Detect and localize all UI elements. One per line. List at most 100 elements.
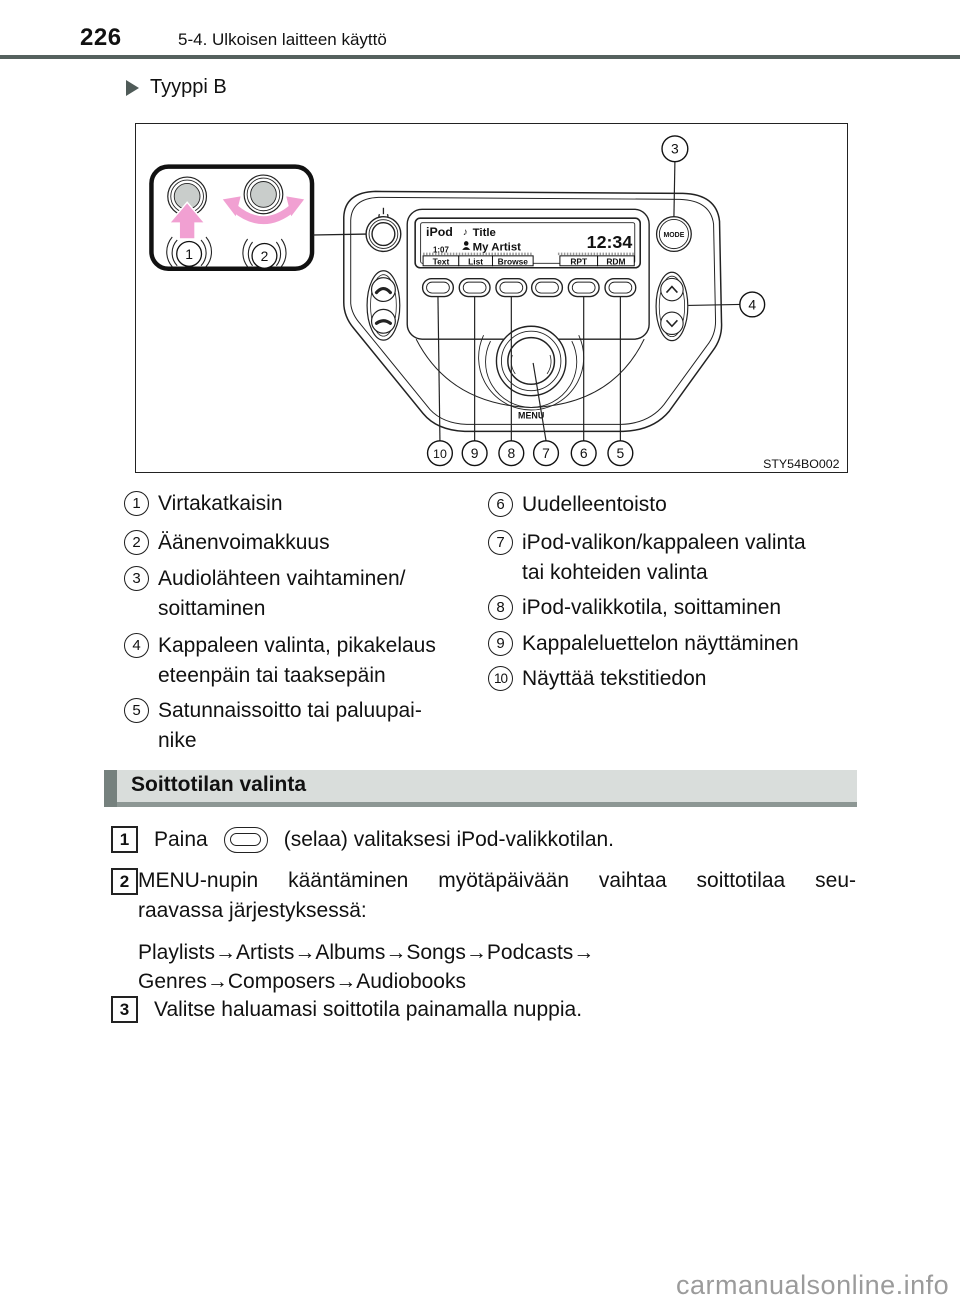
step-number-box: 3 [111,996,138,1023]
legend-text: Kappaleluettelon näyttäminen [522,632,799,655]
callout-number: 4 [124,633,149,658]
legend-text: Virtakatkaisin [158,492,283,515]
callout-5: 5 [617,445,625,461]
softkey-browse: Browse [498,256,529,266]
tune-rocker [655,271,689,342]
legend-item-9: 9 Kappaleluettelon näyttäminen [488,629,799,659]
rdm-button [604,277,637,298]
callout-number: 6 [488,492,513,517]
display-screen: iPod ♪ Title My Artist 1:07 12:34 Text L… [414,217,642,269]
section-title: Soittotilan valinta [131,773,307,796]
phone-pickup-icon [374,287,392,295]
volume-knob-detail [243,174,284,215]
audio-unit-figure: iPod ♪ Title My Artist 1:07 12:34 Text L… [135,123,848,473]
menu-label: MENU [518,410,544,420]
header-rule [0,55,960,59]
knob-inset: 1 2 [149,164,315,271]
blank-button [530,277,564,298]
chevron-up-icon [665,285,678,294]
step-text-line: raavassa järjestyksessä: [138,899,367,922]
browse-key-icon [223,826,268,853]
artist-name: My Artist [473,241,522,253]
step-2-text: MENU-nupin kääntäminen myötäpäivään vaih… [138,866,856,926]
callout-10: 10 [433,447,447,461]
rpt-button [567,277,600,298]
ipod-logo: iPod [426,225,453,239]
softkeys: Text List Browse RPT RDM [422,255,635,266]
clock: 12:34 [587,232,633,252]
power-knob [365,207,402,253]
legend-text: nike [158,728,197,752]
page-number: 226 [80,24,122,51]
step-3: 3 Valitse haluamasi soittotila painamall… [111,996,582,1023]
softkey-text: Text [433,256,450,266]
step-text: Valitse haluamasi soittotila painamalla … [154,997,583,1021]
artist-icon-body [462,247,471,250]
track-title: Title [473,227,496,239]
legend-text: Äänenvoimakkuus [158,531,330,554]
mode-sequence: Playlists→Artists→Albums→Songs→Podcasts→… [138,939,594,996]
arrow-right-icon [126,79,139,96]
chapter-title: 5-4. Ulkoisen laitteen käyttö [178,30,387,49]
section-header: Soittotilan valinta [104,770,857,807]
legend-text: Näyttää tekstitiedon [522,667,707,690]
menu-knob: MENU [478,325,585,420]
section-accent-block [104,770,117,807]
list-button [458,277,491,298]
figure-code: STY54BO002 [763,457,839,471]
softkey-rpt: RPT [570,256,588,266]
artist-icon [463,241,469,246]
mode-label: MODE [664,232,685,239]
softkey-list: List [468,256,483,266]
callout-number: 8 [488,595,513,620]
watermark: carmanualsonline.info [676,1270,950,1300]
legend-text: Kappaleen valinta, pikakelaus [158,634,436,657]
mode-button: MODE [655,216,692,253]
callout-3: 3 [671,141,679,157]
callout-markers: 10 9 8 7 6 5 3 4 [426,135,766,467]
legend-item-10: 10 Näyttää tekstitiedon [488,664,706,694]
legend-text: Uudelleentoisto [522,493,667,516]
callout-number: 1 [124,491,149,516]
knob-skirt-arcs [166,236,287,268]
legend-text: iPod-valikon/kappaleen valinta [522,531,806,554]
callout-4: 4 [748,296,756,312]
rotate-arrow-icon [222,196,305,224]
legend-text: soittaminen [158,596,266,620]
phone-buttons [366,270,401,341]
callout-number: 2 [124,530,149,555]
legend-item-5: 5 Satunnaissoitto tai paluupai-nike [124,696,422,755]
legend-text: tai kohteiden valinta [522,560,708,584]
elapsed-time: 1:07 [433,245,449,254]
power-knob-detail [167,176,208,217]
phone-hangup-icon [374,319,392,325]
legend-item-2: 2 Äänenvoimakkuus [124,528,330,558]
callout-lines [437,161,740,441]
section-bar-bg [117,770,857,802]
softkey-rdm: RDM [606,256,625,266]
text-button [421,277,455,298]
legend-item-6: 6 Uudelleentoisto [488,490,667,520]
legend-item-1: 1 Virtakatkaisin [124,489,283,519]
callout-2: 2 [261,248,269,264]
sequence-line: Genres→Composers→Audiobooks [138,969,466,993]
step-text: (selaa) valitaksesi iPod-valikkotilan. [283,827,615,851]
preset-buttons [421,277,637,298]
callout-1: 1 [185,246,193,262]
legend-text: eteenpäin tai taaksepäin [158,663,386,687]
legend-text: iPod-valikkotila, soittaminen [522,596,782,619]
callout-8: 8 [507,445,515,461]
step-number-box: 1 [111,826,138,853]
legend-item-3: 3 Audiolähteen vaihtaminen/soittaminen [124,564,406,623]
legend-item-8: 8 iPod-valikkotila, soittaminen [488,593,781,623]
section-bar-shadow [117,802,857,807]
callout-number: 5 [124,698,149,723]
legend-text: Audiolähteen vaihtaminen/ [158,567,406,590]
callout-number: 3 [124,566,149,591]
step-text-line: MENU-nupin kääntäminen myötäpäivään vaih… [138,869,856,892]
legend-item-4: 4 Kappaleen valinta, pikakelaus eteenpäin… [124,631,436,690]
step-text: Paina [154,827,208,851]
callout-number: 9 [488,631,513,656]
inset-connector-line [313,233,367,236]
